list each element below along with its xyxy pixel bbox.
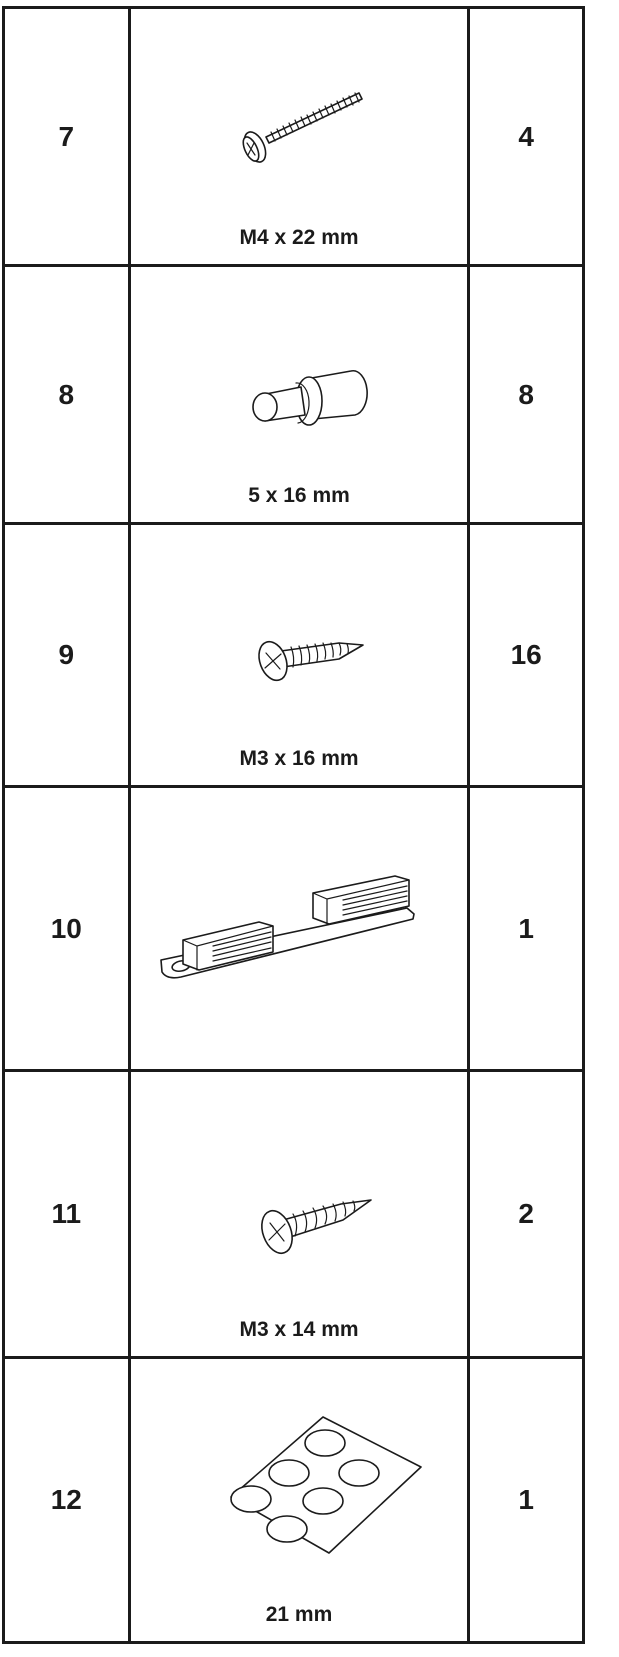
- part-row-11: 11 M3 x 14 mm 2: [2, 1069, 585, 1359]
- phillips-machine-screw-icon: [242, 92, 363, 163]
- part-quantity: 1: [467, 1356, 585, 1644]
- part-row-7: 7 M4 x 22 mm 4: [2, 6, 585, 267]
- shelf-pin-icon: [251, 369, 368, 426]
- part-size-label: M4 x 22 mm: [239, 226, 359, 249]
- felt-bumper-pads-icon: [229, 1416, 422, 1554]
- part-size-label: 21 mm: [265, 1603, 333, 1626]
- part-number: 9: [2, 522, 131, 788]
- part-quantity: 2: [467, 1069, 585, 1359]
- pan-head-wood-screw-icon: [257, 640, 364, 682]
- part-quantity: 8: [467, 264, 585, 525]
- countersunk-wood-screw-icon: [260, 1199, 372, 1255]
- part-illustration-cell: 5 x 16 mm: [127, 264, 471, 525]
- part-illustration-cell: [127, 785, 471, 1072]
- part-size-label: M3 x 16 mm: [239, 747, 359, 770]
- part-number: 11: [2, 1069, 131, 1359]
- part-quantity: 1: [467, 785, 585, 1072]
- part-illustration-cell: M4 x 22 mm: [127, 6, 471, 267]
- part-number: 10: [2, 785, 131, 1072]
- part-row-8: 8 5 x 16 mm 8: [2, 264, 585, 525]
- part-quantity: 16: [467, 522, 585, 788]
- part-size-label: M3 x 14 mm: [239, 1318, 359, 1341]
- part-number: 7: [2, 6, 131, 267]
- part-illustration-cell: 21 mm: [127, 1356, 471, 1644]
- part-illustration-cell: M3 x 16 mm: [127, 522, 471, 788]
- part-row-9: 9 M3 x 16 mm 16: [2, 522, 585, 788]
- part-quantity: 4: [467, 6, 585, 267]
- part-illustration-cell: M3 x 14 mm: [127, 1069, 471, 1359]
- part-size-label: 5 x 16 mm: [248, 484, 350, 507]
- part-row-12: 12 21 mm 1: [2, 1356, 585, 1644]
- part-row-10: 10 1: [2, 785, 585, 1072]
- parts-table: 7 M4 x 22 mm 4 8: [2, 6, 585, 1644]
- part-number: 12: [2, 1356, 131, 1644]
- part-number: 8: [2, 264, 131, 525]
- magnetic-catch-icon: [159, 875, 415, 979]
